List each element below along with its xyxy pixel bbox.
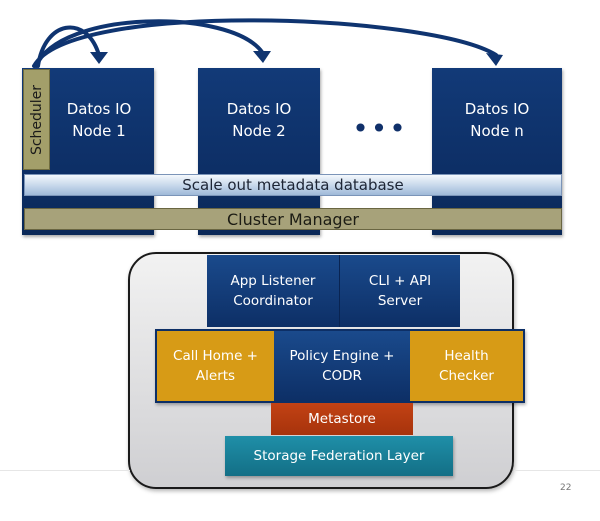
footer-divider-left [0, 470, 130, 471]
storage-federation-label: Storage Federation Layer [253, 448, 425, 464]
metadata-database: Scale out metadata database [24, 174, 562, 196]
page-number: 22 [560, 483, 572, 493]
node-1-line2: Node 1 [72, 122, 126, 140]
node-2-line2: Node 2 [232, 122, 286, 140]
metastore-label: Metastore [308, 411, 376, 427]
cli-api-line2: Server [377, 293, 423, 309]
node-n: Datos IO Node n [432, 68, 562, 235]
footer-divider-right [514, 470, 600, 471]
cli-api-server: CLI + API Server [339, 255, 460, 327]
health-checker-line2: Checker [439, 368, 494, 384]
ellipsis: ••• [352, 112, 408, 145]
scheduler-arrows [32, 18, 503, 68]
app-listener-line2: Coordinator [233, 293, 313, 309]
node-2: Datos IO Node 2 [198, 68, 320, 235]
policy-engine-codr: Policy Engine + CODR [274, 331, 410, 401]
scheduler: Scheduler [23, 69, 50, 170]
call-home-alerts: Call Home + Alerts [157, 331, 274, 401]
health-checker-line1: Health [444, 348, 489, 364]
storage-federation-layer: Storage Federation Layer [225, 436, 453, 476]
arrow-to-node-2 [34, 19, 264, 68]
app-listener-coordinator: App Listener Coordinator [207, 255, 339, 327]
cluster-manager: Cluster Manager [24, 208, 562, 230]
arrowhead-node-1 [90, 52, 108, 64]
arrowhead-node-2 [253, 51, 271, 63]
node-n-line1: Datos IO [464, 100, 530, 118]
node-2-line1: Datos IO [226, 100, 292, 118]
policy-engine-line1: Policy Engine + [289, 348, 395, 364]
call-home-line1: Call Home + [173, 348, 258, 364]
call-home-line2: Alerts [195, 368, 236, 384]
node-n-line2: Node n [470, 122, 524, 140]
arrow-to-node-1 [36, 25, 100, 68]
health-checker: Health Checker [410, 331, 523, 401]
node-1-line1: Datos IO [66, 100, 132, 118]
arrow-to-node-n [32, 18, 498, 68]
arrowhead-node-n [486, 53, 503, 66]
scheduler-label: Scheduler [28, 84, 45, 155]
metastore: Metastore [271, 403, 413, 435]
app-listener-line1: App Listener [230, 273, 316, 289]
cli-api-line1: CLI + API [368, 273, 432, 289]
policy-engine-line2: CODR [322, 368, 362, 384]
